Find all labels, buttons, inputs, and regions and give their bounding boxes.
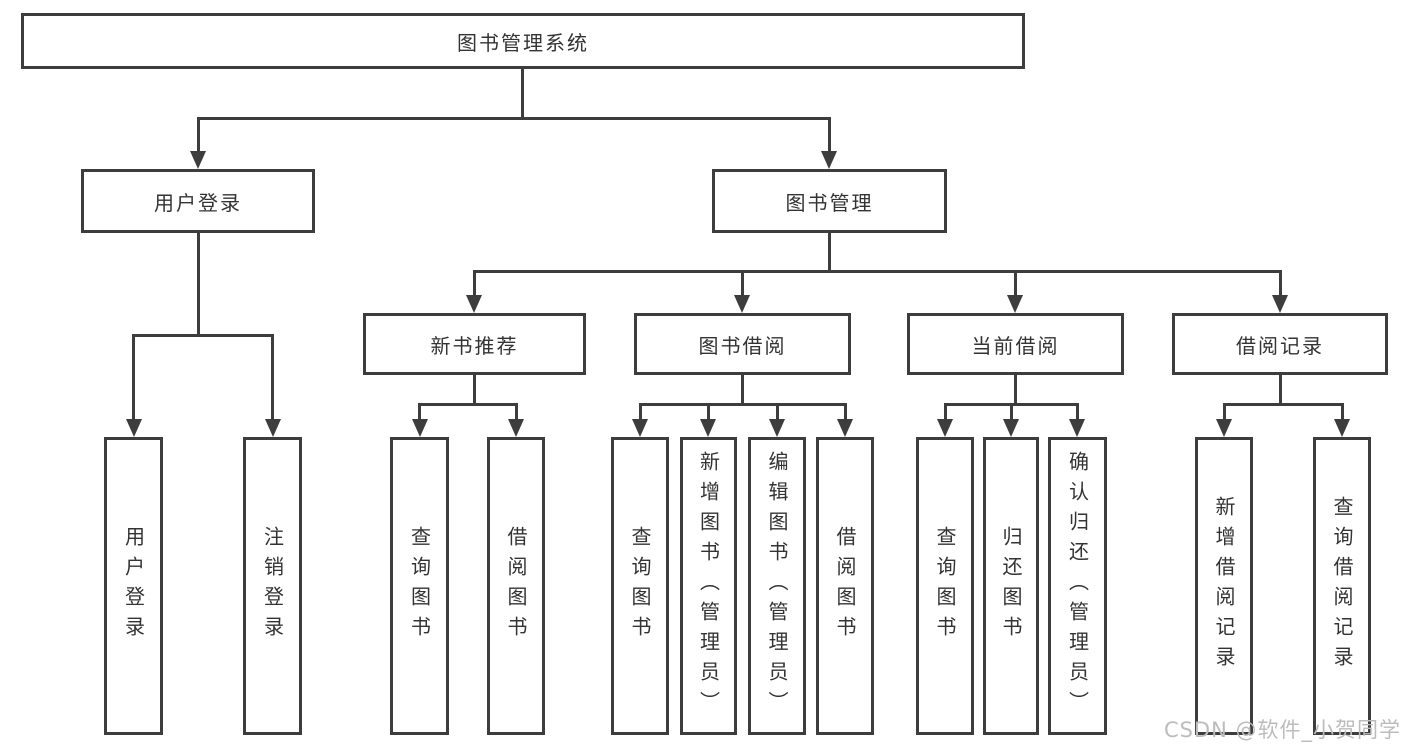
connector-stem xyxy=(828,117,831,153)
connector-bar xyxy=(418,403,518,406)
connector-bar xyxy=(473,270,1281,273)
connector-stem xyxy=(1279,375,1282,406)
arrowhead-down-icon xyxy=(821,151,837,169)
arrowhead-down-icon xyxy=(1003,419,1019,437)
leaf-add-borrow-record: 新增借阅记录 xyxy=(1195,437,1253,735)
node-label: 查询图书 xyxy=(933,526,957,646)
leaf-logout: 注销登录 xyxy=(243,437,302,735)
leaf-query-book-2: 查询图书 xyxy=(611,437,669,735)
connector-stem xyxy=(473,270,476,296)
node-label: 图书管理系统 xyxy=(457,30,589,55)
node-label: 用户登录 xyxy=(121,526,146,646)
connector-stem xyxy=(776,403,779,420)
connector-stem xyxy=(197,233,200,336)
node-label: 用户登录 xyxy=(154,190,242,215)
leaf-return-book: 归还图书 xyxy=(983,437,1039,735)
arrowhead-down-icon xyxy=(1007,295,1023,313)
connector-stem xyxy=(1010,403,1013,420)
connector-stem xyxy=(521,69,524,119)
connector-bar xyxy=(197,117,831,120)
arrowhead-down-icon xyxy=(632,419,648,437)
connector-stem xyxy=(1014,375,1017,406)
node-label: 图书管理 xyxy=(785,190,874,215)
watermark: CSDN @软件_小贺同学 xyxy=(1163,718,1401,742)
node-label: 当前借阅 xyxy=(971,333,1060,358)
leaf-user-login: 用户登录 xyxy=(104,437,163,735)
node-borrow-records: 借阅记录 xyxy=(1172,313,1388,375)
node-label: 查询借阅记录 xyxy=(1330,496,1354,676)
arrowhead-down-icon xyxy=(1216,419,1232,437)
node-label: 查询图书 xyxy=(628,526,652,646)
node-label: 新增借阅记录 xyxy=(1212,496,1236,676)
leaf-confirm-return-admin: 确认归还（管理员） xyxy=(1048,437,1107,735)
connector-stem xyxy=(132,334,135,420)
arrowhead-down-icon xyxy=(190,151,206,169)
node-label: 归还图书 xyxy=(999,526,1023,646)
node-label: 借阅图书 xyxy=(833,526,857,646)
leaf-query-borrow-record: 查询借阅记录 xyxy=(1313,437,1371,735)
connector-stem xyxy=(707,403,710,420)
node-label: 借阅记录 xyxy=(1236,333,1324,358)
connector-stem xyxy=(1279,270,1282,296)
arrowhead-down-icon xyxy=(466,295,482,313)
arrowhead-down-icon xyxy=(508,419,524,437)
connector-stem xyxy=(944,403,947,420)
connector-stem xyxy=(741,270,744,296)
connector-stem xyxy=(271,334,274,420)
node-library-system: 图书管理系统 xyxy=(21,13,1025,69)
connector-stem xyxy=(418,403,421,420)
leaf-query-book-1: 查询图书 xyxy=(390,437,449,735)
arrowhead-down-icon xyxy=(937,419,953,437)
node-label: 确认归还（管理员） xyxy=(1065,451,1090,721)
connector-stem xyxy=(1341,403,1344,420)
arrowhead-down-icon xyxy=(1334,419,1350,437)
arrowhead-down-icon xyxy=(734,295,750,313)
connector-stem xyxy=(1014,270,1017,296)
node-book-borrow: 图书借阅 xyxy=(634,313,851,375)
node-book-management: 图书管理 xyxy=(712,169,947,233)
node-label: 编辑图书（管理员） xyxy=(765,451,789,721)
node-label: 新增图书（管理员） xyxy=(696,451,721,721)
leaf-query-book-3: 查询图书 xyxy=(916,437,974,735)
connector-stem xyxy=(828,233,831,272)
connector-stem xyxy=(639,403,642,420)
node-label: 新书推荐 xyxy=(430,333,519,358)
arrowhead-down-icon xyxy=(700,419,716,437)
node-user-login: 用户登录 xyxy=(81,169,315,233)
connector-stem xyxy=(1076,403,1079,420)
connector-bar xyxy=(639,403,847,406)
connector-bar xyxy=(132,334,274,337)
arrowhead-down-icon xyxy=(837,419,853,437)
arrowhead-down-icon xyxy=(1272,295,1288,313)
node-label: 注销登录 xyxy=(260,526,285,646)
connector-stem xyxy=(1223,403,1226,420)
node-label: 图书借阅 xyxy=(698,333,787,358)
connector-stem xyxy=(473,375,476,406)
connector-stem xyxy=(741,375,744,406)
leaf-borrow-book-1: 借阅图书 xyxy=(487,437,545,735)
arrowhead-down-icon xyxy=(265,419,281,437)
leaf-add-book-admin: 新增图书（管理员） xyxy=(680,437,737,735)
node-current-borrow: 当前借阅 xyxy=(907,313,1124,375)
arrowhead-down-icon xyxy=(126,419,142,437)
node-label: 查询图书 xyxy=(407,526,432,646)
connector-stem xyxy=(515,403,518,420)
node-new-book-recommend: 新书推荐 xyxy=(363,313,586,375)
node-label: 借阅图书 xyxy=(504,526,528,646)
arrowhead-down-icon xyxy=(412,419,428,437)
arrowhead-down-icon xyxy=(769,419,785,437)
connector-stem xyxy=(844,403,847,420)
leaf-edit-book-admin: 编辑图书（管理员） xyxy=(748,437,806,735)
connector-stem xyxy=(197,117,200,153)
leaf-borrow-book-2: 借阅图书 xyxy=(816,437,874,735)
connector-bar xyxy=(1223,403,1344,406)
arrowhead-down-icon xyxy=(1069,419,1085,437)
